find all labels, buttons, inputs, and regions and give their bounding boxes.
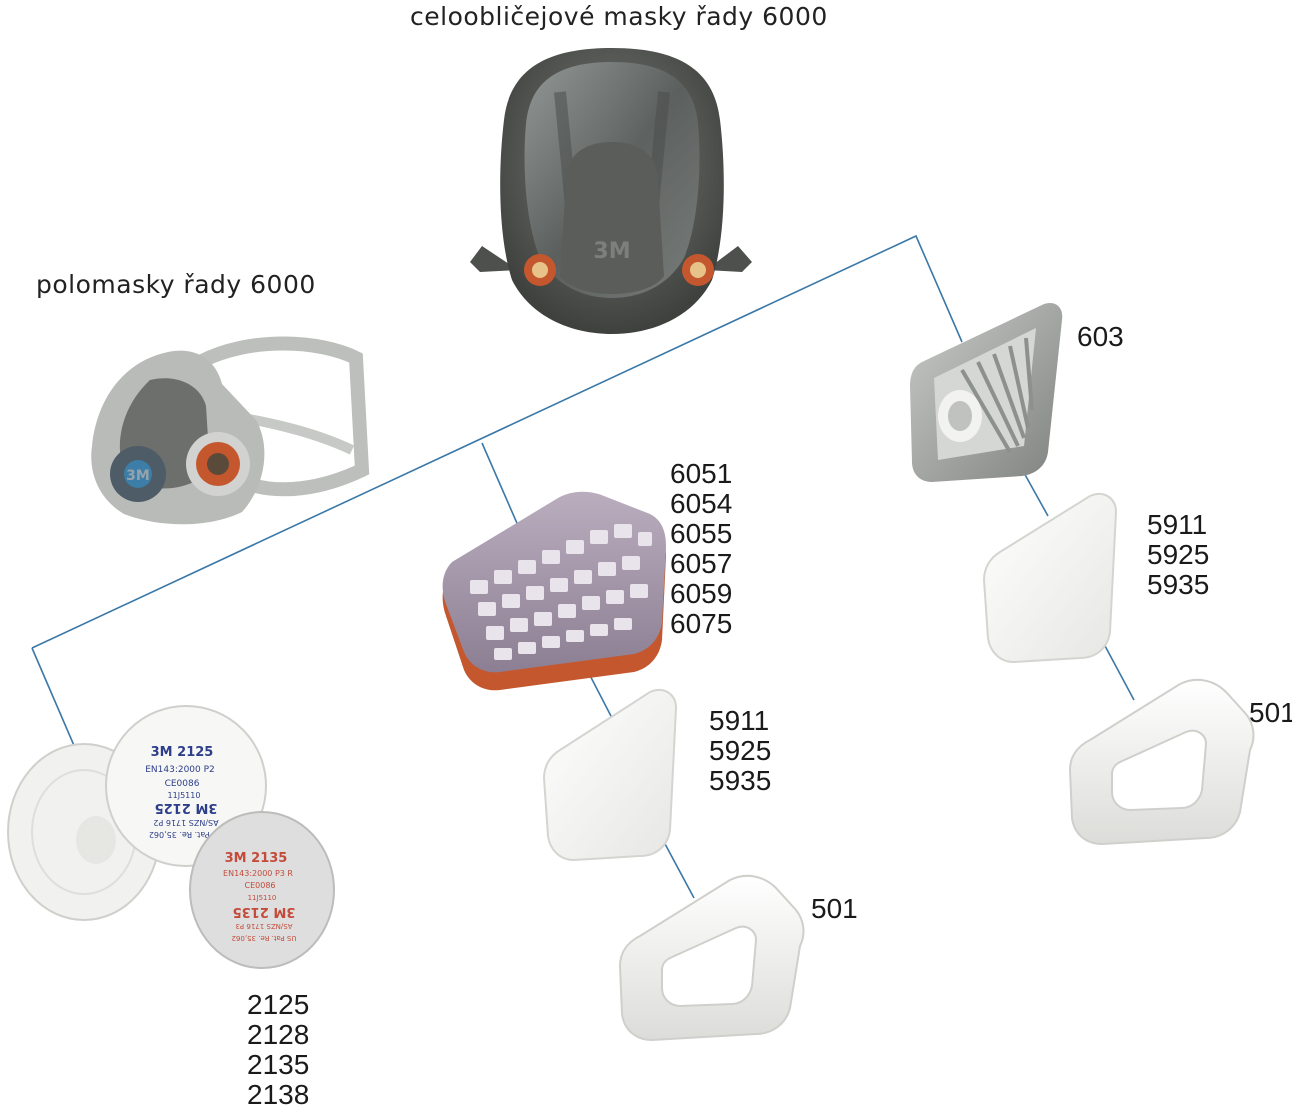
half-masks-heading: polomasky řady 6000 (36, 270, 316, 299)
prefilter-right-codes: 5911 5925 5935 (1147, 510, 1209, 600)
retainer-right-image (1068, 678, 1255, 846)
adapter-603-image (910, 302, 1063, 482)
code-label: 2125 (247, 989, 310, 1020)
code-label: 501 (811, 893, 858, 924)
half-mask-image: 3M (91, 336, 370, 525)
code-label: 6055 (670, 518, 733, 549)
retainer-right-codes: 501 (1249, 698, 1292, 728)
code-label: 5935 (1147, 569, 1210, 600)
code-label: 501 (1249, 697, 1292, 728)
full-face-masks-heading: celoobličejové masky řady 6000 (410, 2, 828, 31)
disc-2135-line-4: 11J5110 (248, 894, 277, 902)
disc-2135-line-1: 3M 2135 (225, 851, 288, 866)
disc-filter-codes: 2125 2128 2135 2138 (247, 990, 309, 1110)
disc-2125-line-3: CE0086 (165, 779, 200, 789)
code-label: 6075 (670, 608, 733, 639)
prefilter-right-image (982, 493, 1118, 664)
code-label: 6057 (670, 548, 733, 579)
full-face-mask-brand: 3M (593, 239, 630, 264)
disc-2135-line-6: AS/NZS 1716 P3 (235, 922, 292, 930)
retainer-middle-image (618, 874, 805, 1042)
cartridge-codes: 6051 6054 6055 6057 6059 6075 (670, 459, 732, 639)
half-mask-brand: 3M (126, 468, 150, 484)
adapter-603-codes: 603 (1077, 322, 1124, 352)
cartridge-image (442, 491, 666, 691)
disc-2125-line-1: 3M 2125 (151, 745, 214, 760)
disc-2125-line-7: 3M 2125 (155, 800, 218, 815)
code-label: 2135 (247, 1049, 310, 1080)
prefilter-middle-codes: 5911 5925 5935 (709, 706, 771, 796)
code-label: 2128 (247, 1019, 310, 1050)
connector-prefilter-retainer-mid (663, 841, 695, 899)
code-label: 5911 (709, 705, 770, 736)
code-label: 6051 (670, 458, 733, 489)
code-label: 6059 (670, 578, 733, 609)
code-label: 5911 (1147, 509, 1208, 540)
connector-main (31, 234, 963, 649)
disc-2125-line-6: AS/NZS 1716 P2 (153, 818, 218, 827)
code-label: 5925 (709, 735, 772, 766)
disc-2135-line-5: US Pat. Re. 35,062 (232, 934, 297, 942)
connector-cartridge (481, 442, 524, 538)
retainer-middle-codes: 501 (811, 894, 858, 924)
connector-prefilter-retainer-right (1103, 643, 1135, 701)
code-label: 2138 (247, 1079, 310, 1110)
code-label: 6054 (670, 488, 733, 519)
prefilter-middle-image (542, 689, 678, 862)
code-label: 5925 (1147, 539, 1210, 570)
code-label: 5935 (709, 765, 772, 796)
disc-2125-line-4: 11J5110 (168, 791, 201, 800)
disc-2125-line-2: EN143:2000 P2 (145, 765, 215, 775)
full-face-mask-image: 3M (470, 48, 752, 334)
code-label: 603 (1077, 321, 1124, 352)
disc-2135-line-7: 3M 2135 (233, 904, 296, 919)
disc-2135: 3M 2135 EN143:2000 P3 R CE0086 11J5110 U… (189, 811, 335, 969)
disc-2135-line-3: CE0086 (245, 881, 276, 890)
disc-filters-image: 3M 2125 EN143:2000 P2 CE0086 11J5110 US … (7, 705, 335, 969)
disc-2125-line-5: US Pat. Re. 35,062 (149, 830, 223, 839)
disc-2135-line-2: EN143:2000 P3 R (223, 869, 293, 878)
